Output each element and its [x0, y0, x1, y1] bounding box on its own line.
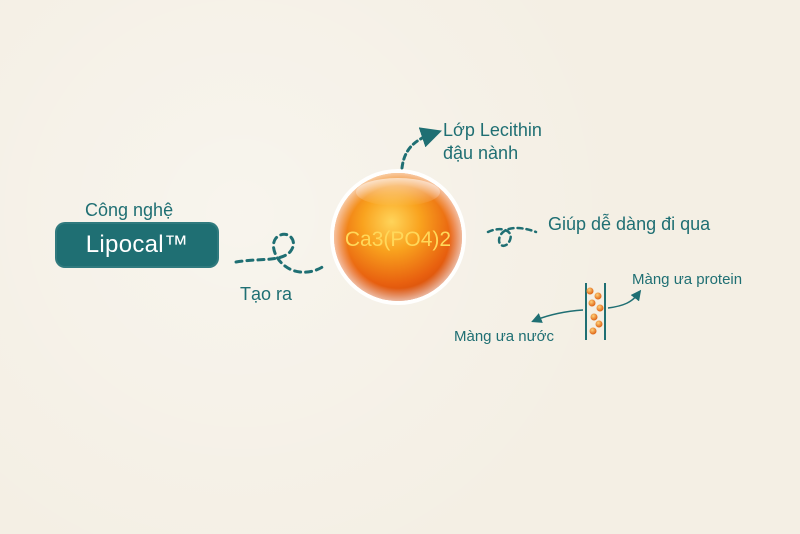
arrow-to-protein-membrane — [607, 289, 642, 309]
easy-pass-label: Giúp dễ dàng đi qua — [548, 214, 711, 234]
creation-squiggle — [234, 232, 326, 274]
creates-label: Tạo ra — [240, 284, 293, 304]
lecithin-line-1: Lớp Lecithin — [443, 120, 542, 140]
arrow-to-water-membrane — [531, 309, 584, 323]
water-membrane-label: Màng ưa nước — [454, 328, 554, 345]
calcium-phosphate-sphere: Ca3(PO4)2 — [330, 169, 466, 305]
protein-membrane-label: Màng ưa protein — [632, 271, 743, 288]
easy-pass-squiggle — [486, 226, 538, 248]
dashed-curved-arrow-icon — [400, 127, 442, 170]
membrane-channel-icon — [585, 283, 606, 340]
lipocal-brand-text: Lipocal™ — [85, 231, 189, 258]
lecithin-layer-label: Lớp Lecithin đậu nành — [443, 119, 542, 165]
lecithin-line-2: đậu nành — [443, 143, 519, 163]
sphere-formula-label: Ca3(PO4)2 — [345, 228, 451, 251]
lipocal-badge: Lipocal™ — [55, 222, 219, 268]
technology-label: Công nghệ — [85, 200, 174, 220]
